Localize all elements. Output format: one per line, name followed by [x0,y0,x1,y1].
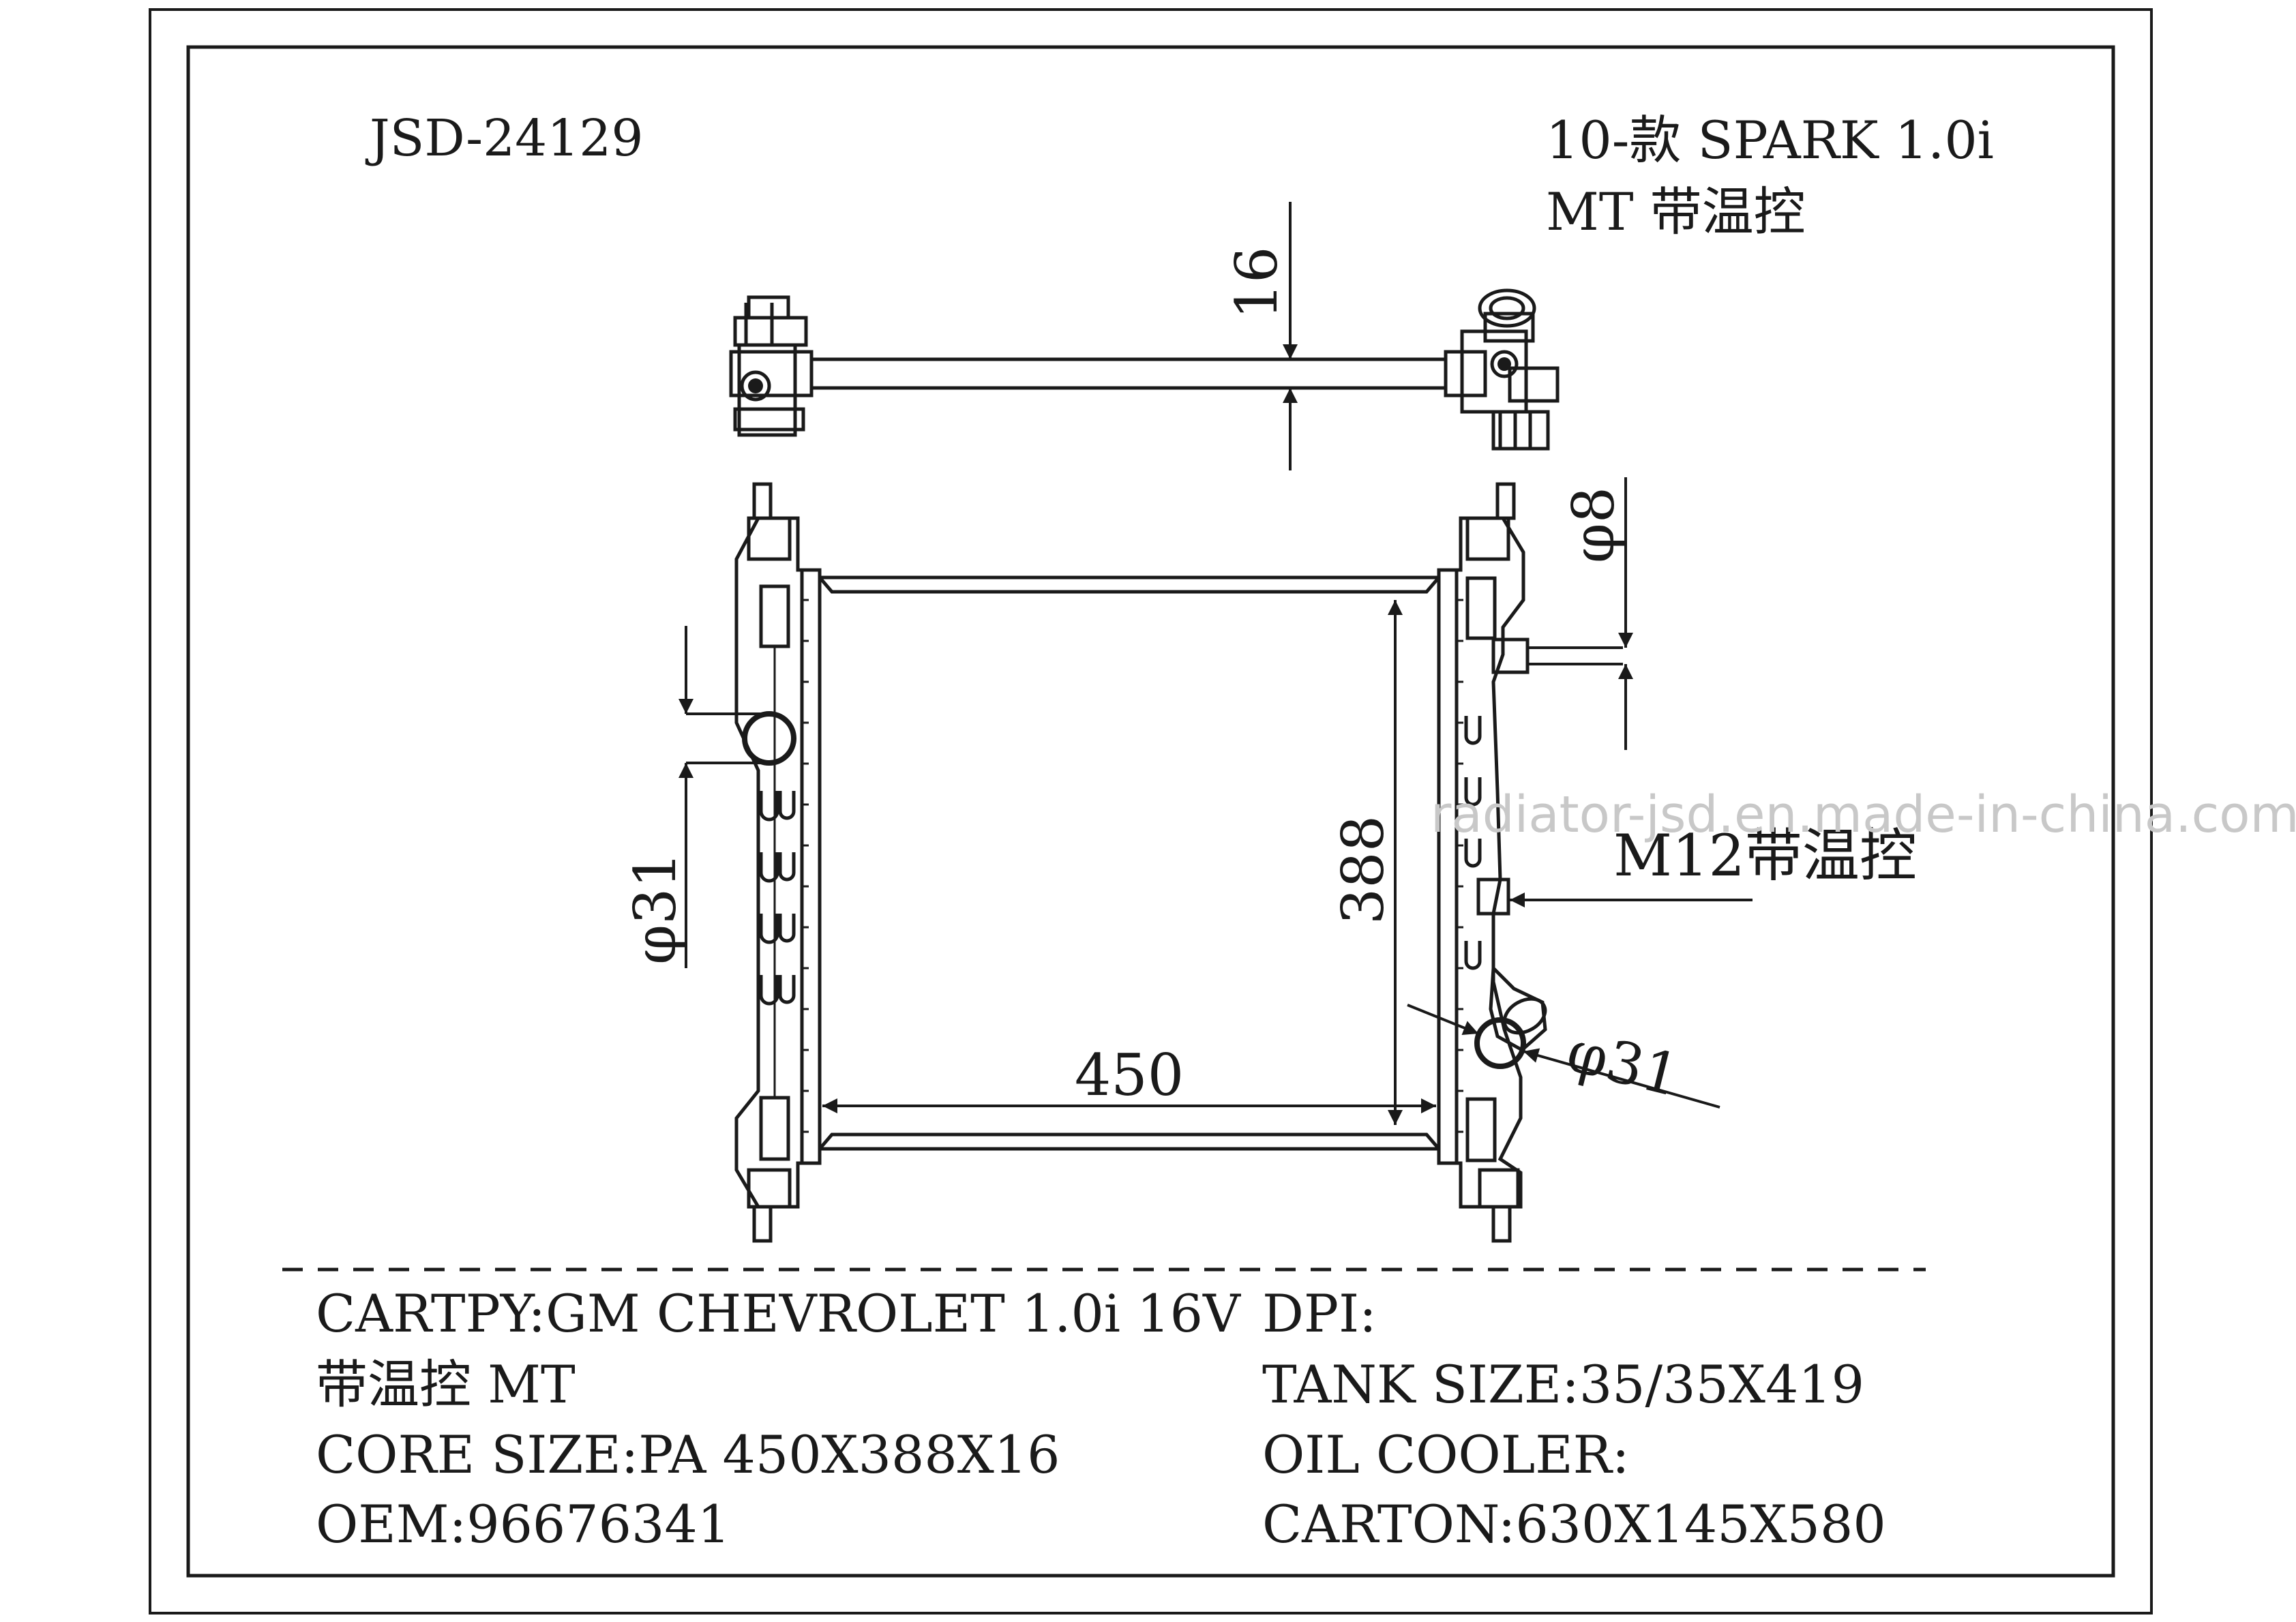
inner-frame [186,45,2115,1578]
spec-cartpy: CARTPY:GM CHEVROLET 1.0i 16V [316,1283,1241,1344]
model-line-1: 10-款 SPARK 1.0i [1546,110,1994,170]
top-view-right-bracket [1444,350,1487,397]
dim-fitting-diameter-label: φ8 [1560,487,1627,563]
thermo-switch-label: M12带温控 [1613,822,1917,889]
spec-core-size: CORE SIZE:PA 450X388X16 [316,1424,1060,1485]
dim-inlet-diameter-label: φ31 [622,852,689,965]
spec-carton: CARTON:630X145X580 [1262,1494,1886,1555]
dim-thickness-label: 16 [1223,247,1290,320]
model-line-2: MT 带温控 [1546,181,1806,242]
right-outlet [1474,1017,1526,1069]
outer-frame [149,8,2153,1615]
part-number: JSD-24129 [365,109,643,168]
thermo-switch-boss [1476,877,1510,916]
right-outlet-pipe [1489,964,1547,1053]
spec-tank-size: TANK SIZE:35/35X419 [1262,1354,1864,1415]
spec-oem: OEM:96676341 [316,1494,730,1555]
dim-outlet-diameter [1407,1004,1720,1109]
watermark: radiator-jsd.en.made-in-china.com [1431,785,2296,844]
dim-outlet-diameter-label: φ31 [1561,1017,1686,1109]
top-view-left-bracket [729,350,814,397]
spec-note: 带温控 MT [316,1354,576,1415]
left-inlet [742,711,796,766]
dim-height-label: 388 [1330,815,1397,925]
top-view-core [809,357,1448,390]
spec-dpi: DPI: [1262,1283,1377,1344]
front-view [734,482,1623,1243]
oil-fitting [1491,637,1530,674]
top-view [729,288,1560,451]
spec-oil-cooler: OIL COOLER: [1262,1424,1630,1485]
dim-inlet-diameter [679,626,769,968]
dim-width-label: 450 [1075,1042,1184,1109]
